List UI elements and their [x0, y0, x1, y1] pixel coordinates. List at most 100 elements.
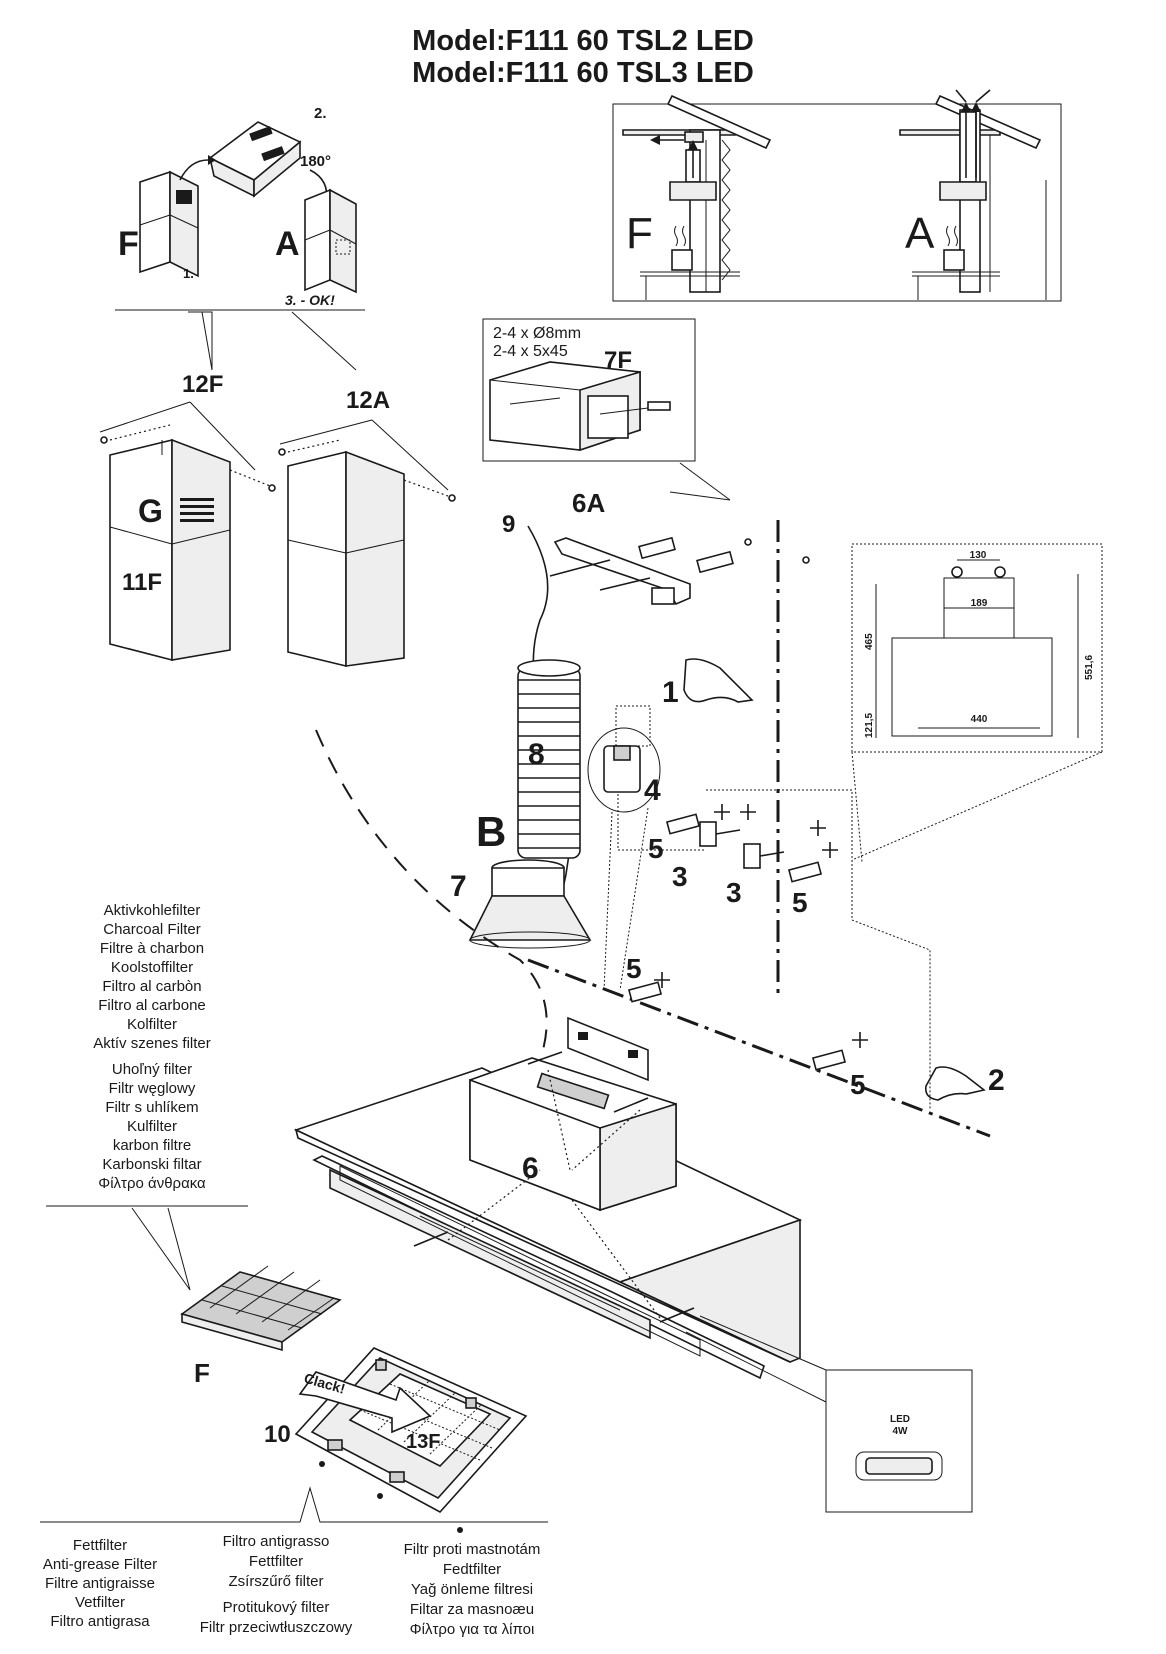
dim-440: 440 [971, 714, 988, 725]
grease-c1-2: Filtre antigraisse [45, 1575, 155, 1592]
fixings-line-1: 2-4 x Ø8mm [493, 325, 581, 342]
dim-130: 130 [970, 550, 987, 561]
step-1-label: 1. [183, 266, 194, 281]
dim-121: 121,5 [864, 713, 875, 738]
led-label: LED [890, 1414, 910, 1425]
part-8-label: 8 [528, 738, 545, 771]
filter-assembly: F Clack! 13F 10 [40, 1265, 548, 1533]
part-G-label: G [138, 493, 163, 529]
part-11F-label: 11F [122, 569, 162, 596]
step-number-1: 1 [662, 676, 679, 709]
cover-12a-right [345, 450, 405, 667]
grease-c2-4: Filtr przeciwtłuszczowy [200, 1619, 353, 1636]
grease-c2-1: Fettfilter [249, 1553, 303, 1570]
cooker-hood: 6 [293, 1016, 827, 1403]
model-title-line-1: Model:F111 60 TSL2 LED [412, 25, 754, 57]
hood-glass-lip [312, 1155, 765, 1380]
part-5-label-d: 5 [850, 1069, 866, 1100]
chimney-f-grille [176, 190, 192, 204]
grease-c3-0: Filtr proti mastnotám [404, 1541, 541, 1558]
charcoal-label-3: Koolstoffilter [111, 959, 193, 976]
step-3-label: 3. - OK! [285, 292, 335, 308]
cover-12a-left [287, 450, 347, 668]
duct-hose-assembly: 8 B 7 [450, 659, 592, 949]
wall-plugs [627, 813, 847, 1071]
charcoal-label-8: Uhoľný filter [112, 1061, 192, 1078]
part-B-label: B [476, 808, 506, 855]
charcoal-label-0: Aktivkohlefilter [104, 902, 201, 919]
part-5-label-b: 5 [792, 887, 808, 918]
part-5-label-a: 5 [648, 833, 664, 864]
grease-c3-2: Yağ önleme filtresi [411, 1581, 533, 1598]
part-10-label: 10 [264, 1421, 291, 1448]
charcoal-label-2: Filtre à charbon [100, 940, 204, 957]
charcoal-label-13: Karbonski filtar [102, 1156, 201, 1173]
chimney-f-side [169, 170, 199, 278]
grease-filter-labels: Fettfilter Anti-grease Filter Filtre ant… [43, 1533, 540, 1638]
mode-a-label-top: A [275, 225, 300, 263]
modes-panel-frame [612, 103, 1062, 302]
installation-modes-panel: F A [612, 89, 1062, 302]
cover-12f-left [109, 438, 173, 662]
charcoal-label-9: Filtr węglowy [109, 1080, 196, 1097]
chimney-a-side [329, 188, 357, 294]
hood-hooks-3 [699, 821, 785, 869]
part-12A-label: 12A [346, 387, 390, 414]
grease-c1-0: Fettfilter [73, 1537, 127, 1554]
duct-adapter-7 [468, 859, 592, 949]
fixings-box-frame [482, 318, 696, 462]
part-5-label-c: 5 [626, 953, 642, 984]
led-detail-box: LED 4W [825, 1369, 973, 1513]
part-6-label: 6 [522, 1152, 539, 1185]
hood-screws-6 [413, 1051, 695, 1323]
dim-551: 551,6 [1084, 655, 1095, 680]
charcoal-label-7: Aktív szenes filter [93, 1035, 211, 1052]
safety-screw-detail: 4 [587, 705, 661, 991]
step-2-label: 2. [314, 105, 327, 122]
charcoal-label-14: Φίλτρο άνθρακα [98, 1175, 206, 1192]
chimney-covers: 12F 12A G 11F [99, 371, 456, 668]
chimney-rotation-step: 2. 180° 1. 3. - OK! F A [115, 105, 365, 371]
part-7-label: 7 [450, 870, 467, 903]
model-title: Model:F111 60 TSL2 LED Model:F111 60 TSL… [412, 25, 754, 89]
grease-c1-4: Filtro antigrasa [50, 1613, 150, 1630]
chimney-f-front [139, 170, 171, 274]
charcoal-filter-labels: Aktivkohlefilter Charcoal Filter Filtre … [46, 902, 248, 1291]
dimension-panel-frame [851, 543, 1103, 753]
drilling-template: 1 2 5 3 3 5 5 5 [617, 658, 1005, 1110]
wall-axis-horizontal [527, 958, 991, 1138]
flexible-hose-8 [517, 659, 581, 859]
step-number-2: 2 [988, 1064, 1005, 1097]
grease-c3-3: Filtar za masnoæu [410, 1601, 534, 1618]
charcoal-label-6: Kolfilter [127, 1016, 177, 1033]
charcoal-label-1: Charcoal Filter [103, 921, 201, 938]
mode-a-label-scene: A [905, 209, 935, 258]
part-12F-label: 12F [182, 371, 223, 398]
dim-465: 465 [864, 633, 875, 650]
chimney-a-front [304, 188, 331, 292]
charcoal-label-4: Filtro al carbòn [102, 978, 201, 995]
filter-F-label: F [194, 1358, 210, 1388]
charcoal-label-12: karbon filtre [113, 1137, 191, 1154]
part-3-label-b: 3 [726, 877, 742, 908]
cross-marks [654, 804, 868, 1048]
dim-hood-outline [891, 637, 1053, 737]
guide-arc [315, 729, 548, 1061]
led-power-label: 4W [893, 1426, 909, 1437]
charcoal-filter-panel [180, 1265, 342, 1352]
hood-front-edge [294, 1128, 791, 1363]
part-3-label-a: 3 [672, 861, 688, 892]
grease-c2-3: Protitukový filter [223, 1599, 330, 1616]
dimension-panel: 130 189 465 551,6 121,5 440 [851, 543, 1103, 863]
hand-marking-1 [683, 658, 754, 703]
grease-c2-0: Filtro antigrasso [223, 1533, 330, 1550]
hand-marking-2 [924, 1066, 986, 1101]
fixings-box: 2-4 x Ø8mm 2-4 x 5x45 7F [482, 318, 731, 501]
led-lamp-icon [855, 1451, 943, 1481]
fixings-line-2: 2-4 x 5x45 [493, 343, 568, 360]
cover-12f-grille [180, 498, 214, 522]
model-title-line-2: Model:F111 60 TSL3 LED [412, 57, 754, 89]
part-6A-label: 6A [572, 488, 605, 518]
charcoal-label-10: Filtr s uhlíkem [105, 1099, 198, 1116]
